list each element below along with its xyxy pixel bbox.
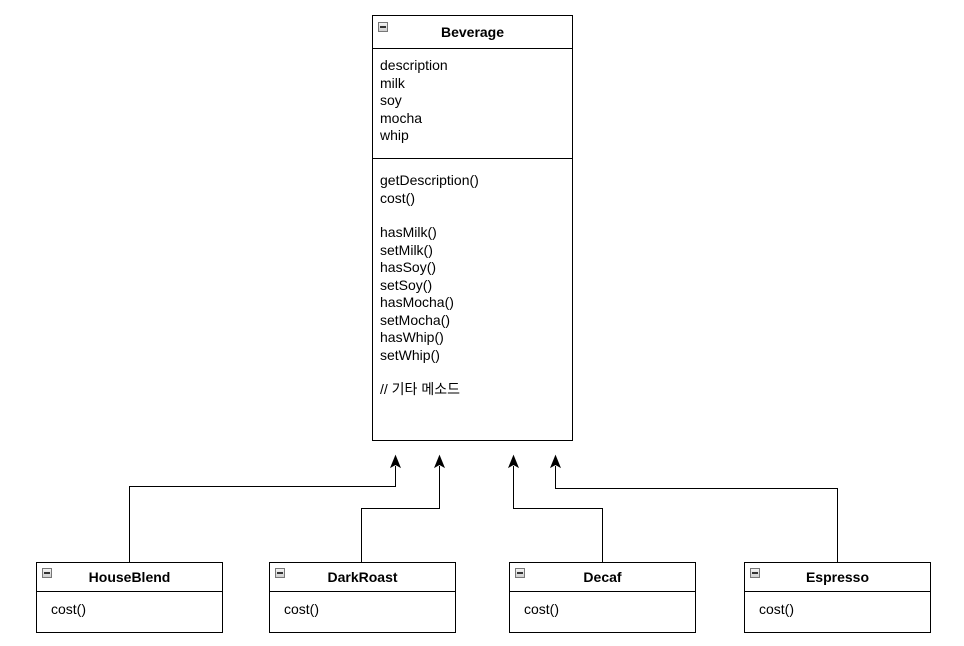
method: cost() [380,189,415,206]
class-espresso[interactable]: Espresso cost() [744,562,931,633]
attribute: whip [380,127,409,143]
class-decaf[interactable]: Decaf cost() [509,562,696,633]
class-name: Decaf [583,569,622,585]
methods-section: cost() [745,592,930,619]
class-name: HouseBlend [88,569,171,585]
collapse-icon[interactable] [42,568,52,578]
connector-darkroast [361,466,440,562]
method: setWhip() [380,346,440,363]
methods-section: cost() [37,592,222,619]
connector-houseblend [129,466,396,562]
method: getDescription() [380,172,479,188]
arrowhead [389,454,402,469]
class-header: HouseBlend [37,563,222,592]
methods-section: cost() [510,592,695,619]
method: hasMilk() [380,224,437,240]
arrowhead [433,454,446,469]
class-header: Decaf [510,563,695,592]
class-name: DarkRoast [327,569,398,585]
method: setMilk() [380,241,433,258]
attribute: soy [380,92,402,108]
method: cost() [759,601,794,617]
method: cost() [284,601,319,617]
method: hasMocha() [380,294,454,310]
attribute: mocha [380,109,423,126]
class-header: Espresso [745,563,930,592]
method: cost() [524,601,559,617]
arrowhead [507,454,520,469]
method: setMocha() [380,311,451,328]
method: cost() [51,601,86,617]
class-darkroast[interactable]: DarkRoast cost() [269,562,456,633]
class-houseblend[interactable]: HouseBlend cost() [36,562,223,633]
class-beverage[interactable]: Beverage description milk soy mocha whip… [372,15,573,441]
collapse-icon[interactable] [515,568,525,578]
method: hasSoy() [380,259,437,275]
method: setSoy() [380,276,433,293]
comment: // 기타 메소드 [380,381,460,397]
class-name: Beverage [440,24,505,40]
connector-decaf [513,466,603,562]
class-header: Beverage [373,16,572,49]
attributes-section: description milk soy mocha whip [373,49,572,159]
arrowhead [549,454,562,469]
attribute: description [380,57,448,73]
class-header: DarkRoast [270,563,455,592]
method: hasWhip() [380,329,444,345]
collapse-icon[interactable] [378,22,388,32]
attribute: milk [380,74,405,91]
connector-espresso [555,466,838,562]
collapse-icon[interactable] [275,568,285,578]
class-name: Espresso [805,569,870,585]
methods-section: getDescription() cost() hasMilk() setMil… [373,159,572,399]
methods-section: cost() [270,592,455,619]
collapse-icon[interactable] [750,568,760,578]
